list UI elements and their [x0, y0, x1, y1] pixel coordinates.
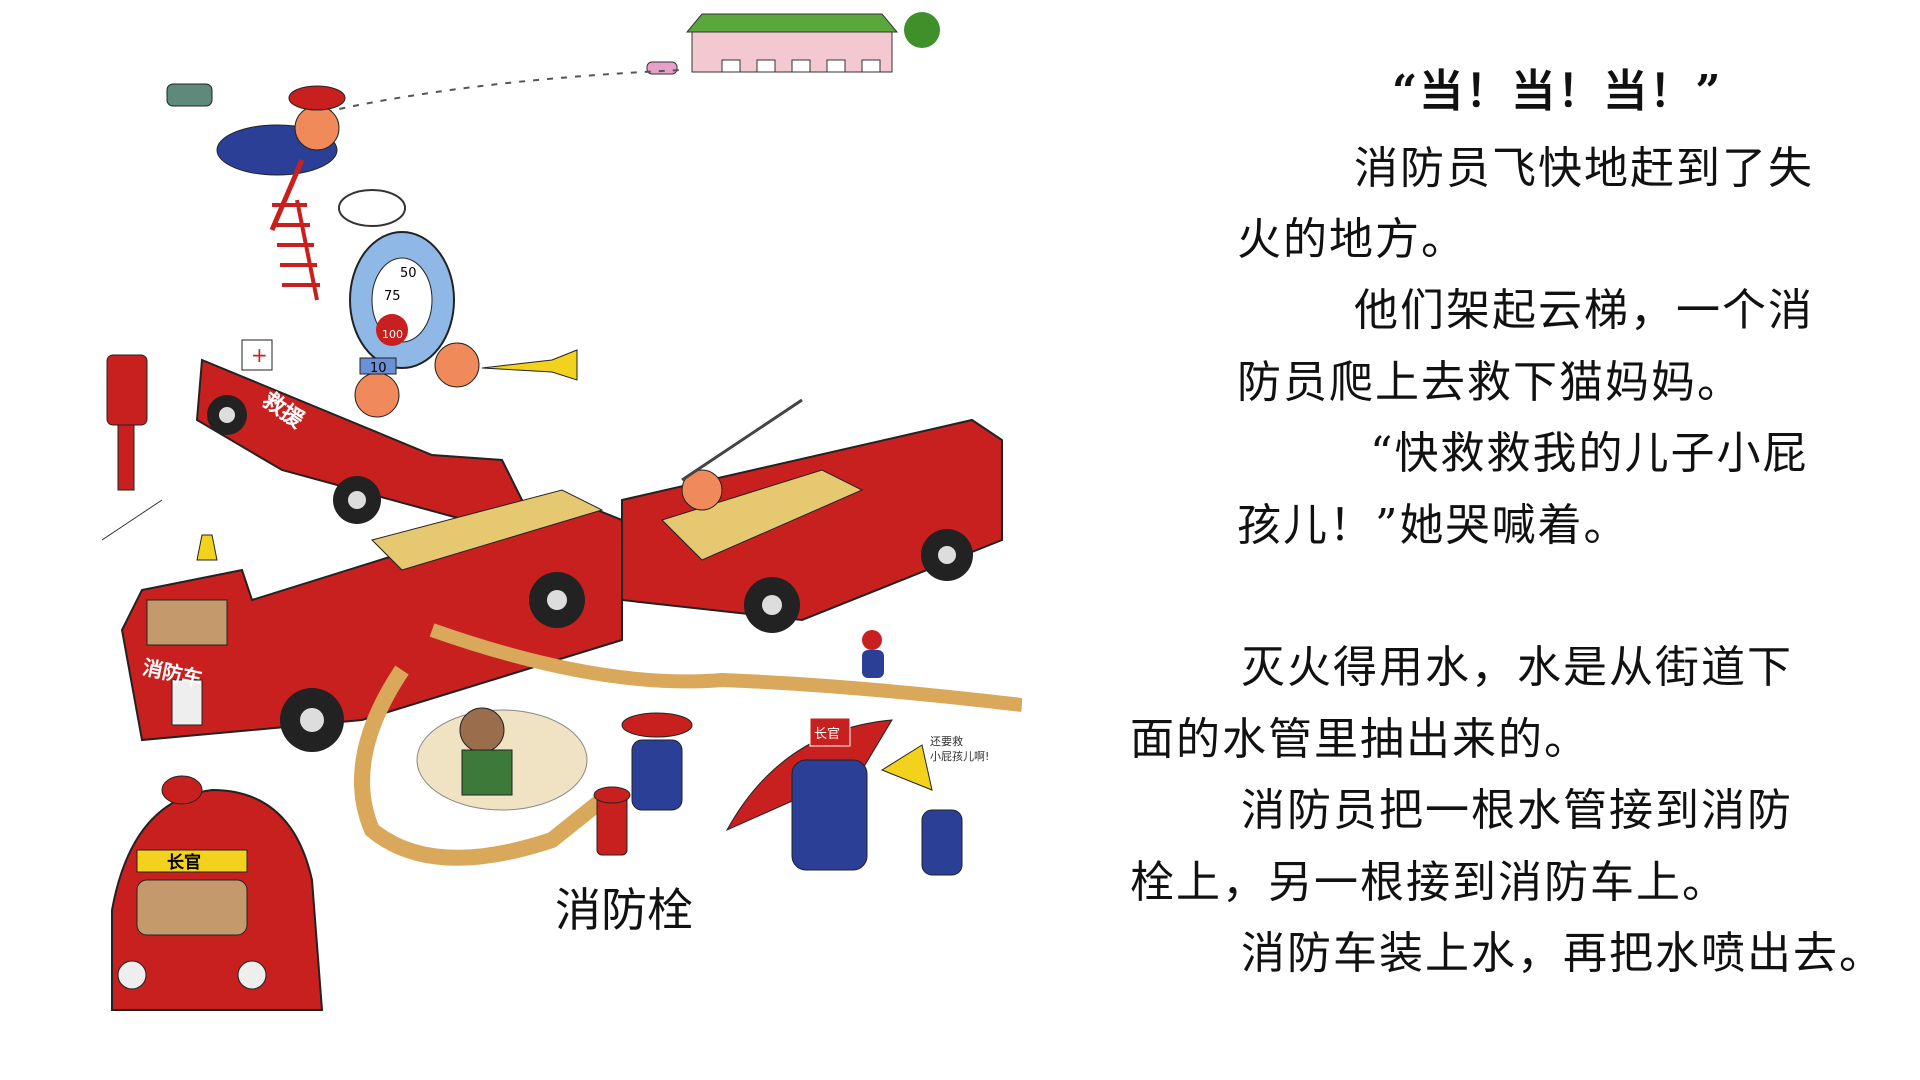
rescue-car: + 救援 10 — [195, 339, 578, 532]
story-line: 消防员飞快地赶到了失 — [1354, 143, 1814, 194]
hose-to-truck — [429, 623, 1023, 712]
bell-icon — [196, 534, 218, 561]
story-line: 面的水管里抽出来的。 — [1130, 714, 1590, 765]
flight-path — [311, 69, 683, 116]
curb-line — [101, 499, 163, 541]
trumpet-icon — [880, 744, 933, 791]
story-line: 栓上，另一根接到消防车上。 — [1130, 857, 1728, 908]
cat-firefighter — [621, 712, 693, 811]
speech-text-1: 还要救 — [930, 734, 963, 748]
helmet-label: 长官 — [814, 726, 840, 742]
fire-station — [646, 12, 940, 75]
ladder — [272, 199, 320, 301]
net — [338, 189, 406, 227]
story-line: 孩儿！”她哭喊着。 — [1237, 500, 1630, 551]
chief-car-label: 长官 — [167, 852, 201, 873]
hydrant-caption: 消防栓 — [555, 883, 693, 937]
story-line: 火的地方。 — [1237, 214, 1467, 265]
hose-to-hydrant — [354, 665, 607, 866]
cross-icon: + — [251, 343, 268, 367]
worker-dog — [416, 707, 588, 811]
fire-alarm-post — [106, 354, 148, 491]
helmet-number: 10 — [370, 361, 387, 376]
story-title: “当！当！当！” — [1392, 66, 1723, 117]
chief-leopard: 长官 — [725, 717, 963, 876]
story-line: 消防员把一根水管接到消防 — [1241, 785, 1793, 836]
gauge-number: 50 — [400, 266, 417, 281]
flying-firefighter-pig — [166, 83, 346, 231]
story-line: 他们架起云梯，一个消 — [1354, 285, 1814, 336]
story-line: 消防车装上水，再把水喷出去。 — [1241, 928, 1885, 979]
story-line: 灭火得用水，水是从街道下 — [1241, 642, 1793, 693]
story-line: 防员爬上去救下猫妈妈。 — [1237, 357, 1743, 408]
speech-text-2: 小屁孩儿啊! — [930, 750, 989, 763]
illustration-svg: 50 75 100 + 救援 10 消防车 — [101, 12, 1023, 1011]
main-fire-truck: 消防车 — [120, 489, 623, 752]
gauge-number: 100 — [382, 328, 403, 341]
ladder-fire-truck — [621, 398, 1003, 633]
mouse-firefighter — [862, 630, 884, 678]
fire-scene-illustration: 50 75 100 + 救援 10 消防车 — [101, 0, 1023, 1040]
pressure-gauge: 50 75 100 — [349, 231, 455, 369]
story-line: “快救救我的儿子小屁 — [1370, 428, 1809, 479]
chief-car: 长官 — [111, 775, 324, 1011]
gauge-number: 75 — [384, 289, 401, 304]
fire-hydrant — [593, 786, 631, 856]
